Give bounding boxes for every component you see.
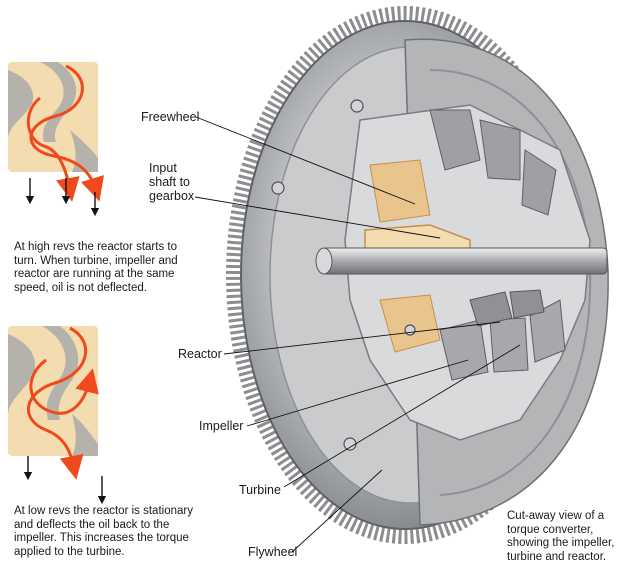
caption-line: applied to the turbine. — [14, 545, 125, 558]
caption-line: speed, oil is not deflected. — [14, 281, 147, 294]
oil-flow-arrow — [29, 358, 99, 415]
caption-line: Cut-away view of a — [507, 510, 605, 522]
caption-line: turbine and reactor. — [507, 550, 607, 563]
leader-lines — [194, 116, 521, 553]
turbine-blades — [429, 109, 557, 216]
blade-shape — [70, 130, 98, 172]
caption-line: At high revs the reactor starts to — [14, 241, 177, 253]
torque-converter-cutaway — [226, 6, 609, 544]
caption-line: At low revs the reactor is stationary — [14, 505, 193, 517]
low-revs-caption: At low revs the reactor is stationary an… — [14, 505, 193, 559]
input-shaft-label-line: shaft to — [149, 175, 190, 189]
turbine-label: Turbine — [239, 483, 281, 497]
oil-flow-arrow — [29, 64, 105, 202]
flywheel-leader — [291, 469, 383, 553]
input-shaft-label-line: gearbox — [149, 189, 195, 203]
caption-line: showing the impeller, — [507, 537, 615, 549]
caption-line: impeller. This increases the torque — [14, 532, 189, 544]
flywheel-label: Flywheel — [248, 545, 298, 559]
high-revs-caption: At high revs the reactor starts to turn.… — [14, 241, 178, 295]
caption-line: turn. When turbine, impeller and — [14, 254, 178, 267]
impeller-leader — [246, 359, 469, 427]
input-shaft-label: Input shaft to gearbox — [149, 161, 194, 203]
turbine-leader — [283, 344, 521, 488]
freewheel-leader — [195, 116, 416, 205]
input-shaft — [321, 247, 608, 275]
reactor-leader — [223, 321, 501, 355]
blade-shape — [40, 62, 77, 142]
blade-shape — [8, 334, 36, 416]
input-shaft-label-line: Input — [149, 161, 177, 175]
oil-flow-arrow — [27, 326, 88, 480]
caption-line: and deflects the oil back to the — [14, 518, 170, 531]
cutaway-caption: Cut-away view of a torque converter, sho… — [507, 510, 614, 564]
impeller-label: Impeller — [199, 419, 244, 433]
freewheel-label: Freewheel — [141, 110, 200, 124]
blade-shape — [42, 326, 79, 420]
reactor-blades — [469, 289, 545, 327]
input-shaft-leader — [194, 196, 441, 239]
blade-shape — [72, 414, 98, 456]
caption-line: reactor are running at the same — [14, 268, 175, 280]
caption-line: torque converter, — [507, 523, 594, 536]
reactor-label: Reactor — [178, 347, 222, 361]
oil-flow-arrow — [26, 96, 80, 202]
high-revs-flow-diagram — [8, 62, 105, 217]
blade-shape — [8, 70, 34, 140]
low-revs-flow-diagram — [8, 326, 107, 505]
